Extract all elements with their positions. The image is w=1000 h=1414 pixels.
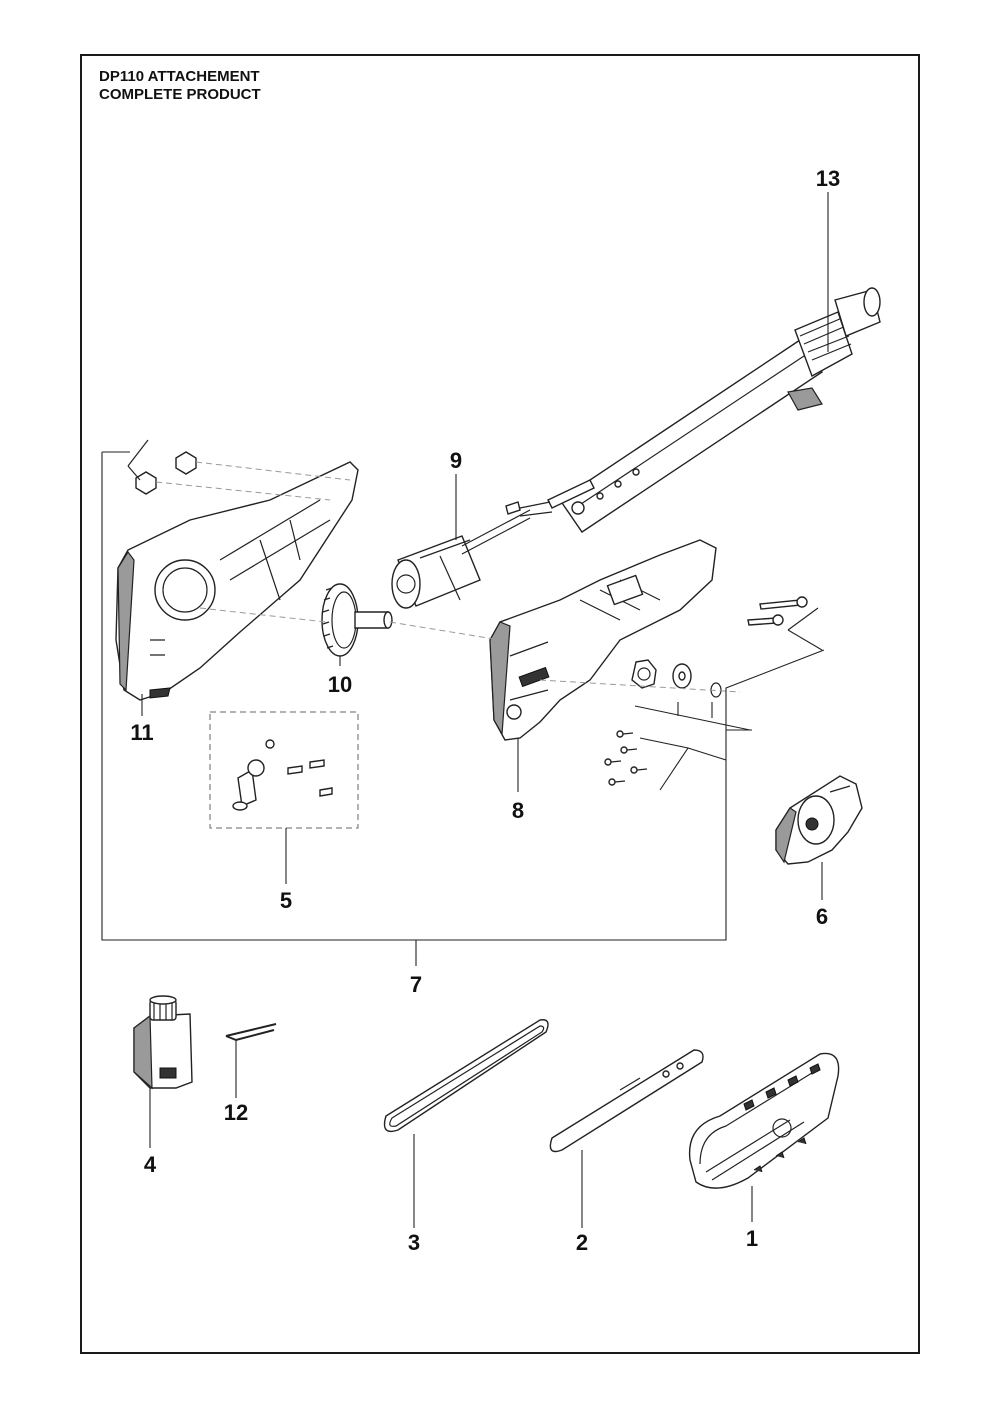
- part-4-clamp[interactable]: [133, 995, 193, 1090]
- part-1-bar-cover[interactable]: [688, 1052, 840, 1189]
- screw-set-upper[interactable]: [747, 596, 823, 651]
- part-5-tensioner-kit[interactable]: [209, 711, 359, 829]
- part-6-chain-cover[interactable]: [775, 775, 863, 865]
- callout-11: 11: [130, 720, 153, 745]
- title-line-2: COMPLETE PRODUCT: [99, 86, 261, 103]
- diagram-frame: [80, 54, 920, 1354]
- diagram-title: DP110 ATTACHEMENT COMPLETE PRODUCT: [99, 68, 261, 104]
- callout-1: 1: [746, 1226, 758, 1251]
- callout-numbers: 13 9 10 11 8 5 6 7 4 12 3 2 1: [130, 166, 840, 1255]
- callout-7: 7: [410, 972, 422, 997]
- title-line-1: DP110 ATTACHEMENT: [99, 68, 260, 85]
- callout-13: 13: [816, 166, 840, 191]
- part-11-housing-half[interactable]: [115, 439, 359, 701]
- part-13-shaft-tube[interactable]: [519, 287, 881, 533]
- callout-3: 3: [408, 1230, 420, 1255]
- callout-4: 4: [144, 1152, 157, 1177]
- part-10-bevel-gear[interactable]: [321, 583, 393, 657]
- assembly-lines: [155, 461, 741, 693]
- callout-6: 6: [816, 904, 828, 929]
- callout-2: 2: [576, 1230, 588, 1255]
- callout-12: 12: [224, 1100, 248, 1125]
- callout-5: 5: [280, 888, 292, 913]
- part-12-hex-key[interactable]: [225, 1023, 277, 1042]
- screw-set-lower[interactable]: [604, 730, 689, 791]
- part-8-gear-housing[interactable]: [489, 539, 717, 741]
- callout-10: 10: [328, 672, 352, 697]
- callout-8: 8: [512, 798, 524, 823]
- part-9-motor[interactable]: [391, 501, 531, 609]
- assembly-7-bracket: [101, 451, 825, 941]
- part-3-saw-chain[interactable]: [383, 1019, 549, 1133]
- leader-lines: [141, 192, 829, 1228]
- sprocket-washer-set[interactable]: [631, 659, 751, 731]
- callout-9: 9: [450, 448, 462, 473]
- part-2-guide-bar[interactable]: [549, 1049, 704, 1153]
